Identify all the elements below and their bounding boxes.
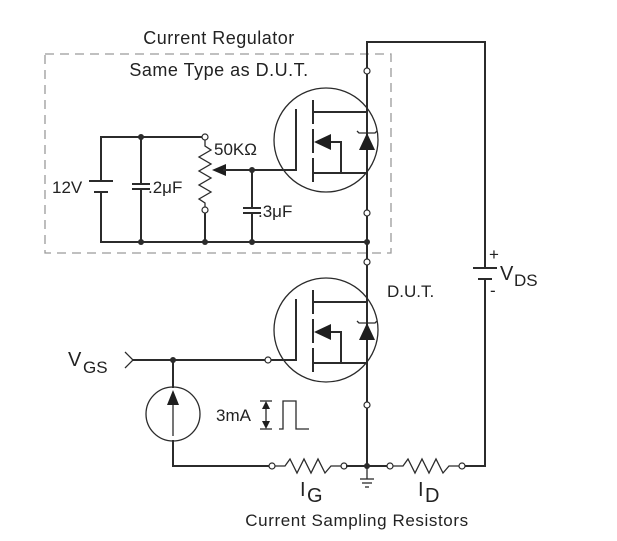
vds-supply: + - V DS — [473, 245, 538, 300]
regulator-title: Current Regulator — [143, 28, 295, 48]
vgs-terminal-icon — [124, 351, 134, 369]
dut-mosfet-icon — [273, 258, 379, 409]
vgs-subscript: GS — [83, 358, 108, 377]
ig-label: I — [300, 479, 306, 501]
wiper-arrow-icon — [212, 164, 226, 176]
regulator-boundary — [44, 53, 392, 254]
potentiometer — [197, 140, 213, 207]
cap-02uf-label: .2μF — [148, 178, 182, 197]
vds-minus: - — [490, 281, 496, 300]
pulse-amplitude-icon — [260, 400, 272, 430]
vds-label: V — [500, 263, 514, 285]
id-subscript: D — [425, 485, 439, 507]
vds-plus: + — [489, 245, 499, 264]
drain-bus — [366, 41, 486, 467]
regulator-mosfet-icon — [273, 67, 379, 217]
pot-label: 50KΩ — [214, 140, 257, 159]
regulator-subtitle: Same Type as D.U.T. — [129, 60, 308, 80]
vgs-label: V — [68, 349, 82, 371]
pulse-waveform-icon — [279, 400, 309, 430]
cap-03uf-label: .3μF — [258, 202, 292, 221]
pulse-current-label: 3mA — [216, 406, 252, 425]
gate-drive: V GS 3mA — [68, 349, 309, 467]
footer-label: Current Sampling Resistors — [245, 511, 468, 530]
vds-subscript: DS — [514, 271, 538, 290]
ground-icon — [360, 466, 374, 488]
id-resistor — [366, 457, 466, 475]
regulator-circuit: 12V .2μF 50KΩ .3μF — [52, 133, 370, 245]
ig-resistor — [268, 457, 368, 475]
id-label: I — [418, 479, 424, 501]
dut-label: D.U.T. — [387, 282, 434, 301]
ig-subscript: G — [307, 485, 323, 507]
battery-12v-label: 12V — [52, 178, 83, 197]
